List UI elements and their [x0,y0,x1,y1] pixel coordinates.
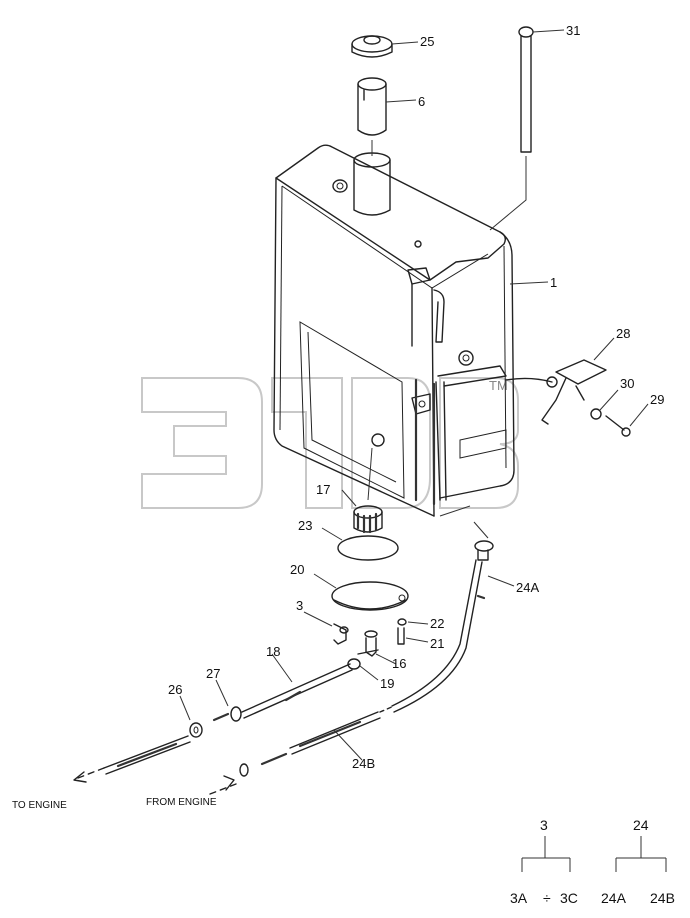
legend-24a: 24A [601,890,627,906]
legend-24b: 24B [650,890,675,906]
part-20-plate [314,574,408,610]
callout-21: 21 [430,636,444,651]
callout-16: 16 [392,656,406,671]
to-engine-label: TO ENGINE [12,800,67,811]
part-29-bolt [606,404,648,436]
part-22-washer [398,619,428,625]
legend-3-parent: 3 [540,817,548,833]
callout-27: 27 [206,666,220,681]
part-18-hose [242,654,352,718]
callout-22: 22 [430,616,444,631]
to-engine-line [74,736,190,782]
fuel-tank [274,145,514,516]
part-6-strainer [358,78,416,156]
part-27-sleeve [214,680,241,721]
callout-1: 1 [550,275,557,290]
callout-18: 18 [266,644,280,659]
callout-28: 28 [616,326,630,341]
part-23-gasket [322,528,398,560]
callout-25: 25 [420,34,434,49]
legend-3a: 3A [510,890,528,906]
callout-20: 20 [290,562,304,577]
callout-3: 3 [296,598,303,613]
callout-30: 30 [620,376,634,391]
callout-24a: 24A [516,580,539,595]
callout-17: 17 [316,482,330,497]
legend-group-24: 24 24A 24B [601,817,675,906]
callout-29: 29 [650,392,664,407]
part-30-washer [591,390,618,419]
part-25-cap [352,36,418,57]
callout-23: 23 [298,518,312,533]
part-19-nut [348,659,378,680]
legend-group-3: 3 3A ÷ 3C [510,817,578,906]
from-engine-label: FROM ENGINE [146,797,217,808]
part-16-elbow [358,631,396,664]
callout-26: 26 [168,682,182,697]
legend-24-parent: 24 [633,817,649,833]
part-28-bracket [506,338,614,424]
part-21-screw [398,628,428,644]
callout-31: 31 [566,23,580,38]
callout-24b: 24B [352,756,375,771]
tank-hatch-lines [416,380,434,504]
leader-1 [510,282,548,284]
legend-3c: 3C [560,890,578,906]
callout-6: 6 [418,94,425,109]
part-3-fitting [304,612,348,644]
part-31-dipstick [490,27,564,230]
from-engine-line [210,712,380,794]
legend-separator: ÷ [543,890,551,906]
callout-19: 19 [380,676,394,691]
part-24a-hose [380,506,514,712]
part-26-washer [180,696,202,737]
